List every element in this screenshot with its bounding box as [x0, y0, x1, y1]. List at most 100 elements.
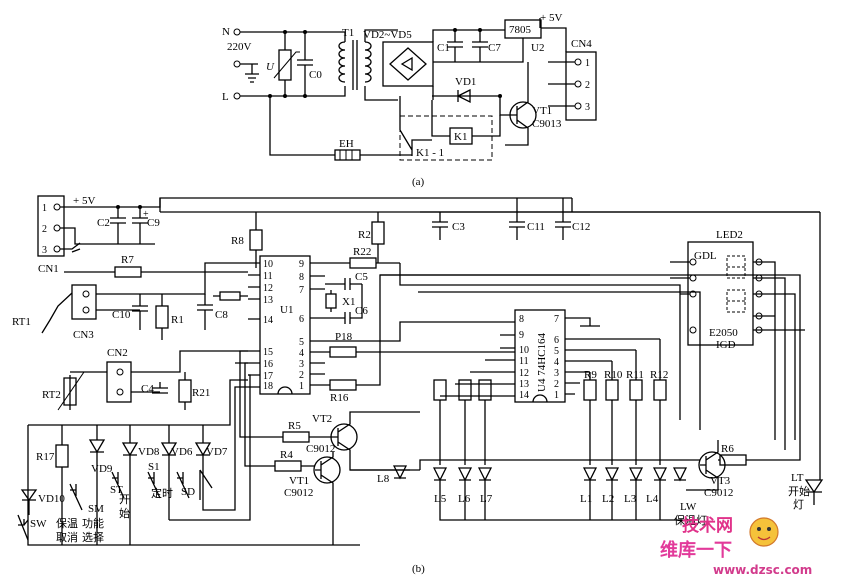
svg-text:4: 4	[299, 348, 304, 359]
svg-text:R10: R10	[604, 369, 623, 381]
svg-text:P18: P18	[335, 331, 353, 343]
u4-right-pins: 7 6 5 4 3 2 1	[554, 314, 559, 401]
capacitor-c4	[152, 382, 168, 394]
svg-text:11: 11	[519, 356, 529, 367]
svg-text:VD1: VD1	[455, 76, 476, 88]
label-l: L	[222, 91, 229, 103]
led-l8: L8	[377, 465, 408, 485]
svg-text:保温灯: 保温灯	[674, 513, 707, 527]
diode-vd1	[432, 88, 500, 104]
circuit-a: N 220V L U C0 T1 VD2~VD5 C1 C	[222, 12, 597, 188]
resistor-r8	[249, 229, 263, 251]
svg-text:7: 7	[299, 285, 304, 296]
watermark: 技术网 维库一下 www.dzsc.com	[660, 515, 812, 577]
svg-text:C6: C6	[355, 305, 368, 317]
svg-text:C12: C12	[572, 221, 590, 233]
svg-text:3: 3	[299, 359, 304, 370]
svg-text:K1 - 1: K1 - 1	[416, 147, 444, 159]
svg-text:C5: C5	[355, 271, 368, 283]
svg-text:VD7: VD7	[206, 446, 228, 458]
svg-text:R12: R12	[650, 369, 668, 381]
svg-text:C9012: C9012	[704, 487, 733, 499]
connector-cn3	[71, 284, 97, 320]
ic-u4	[514, 309, 566, 403]
mascot-logo	[749, 517, 779, 547]
svg-text:R7: R7	[121, 254, 134, 266]
led-l7: L7	[477, 467, 493, 505]
switch-sm	[69, 483, 83, 511]
svg-text:ST: ST	[110, 484, 123, 496]
svg-text:功能: 功能	[82, 516, 104, 530]
svg-text:16: 16	[263, 359, 273, 370]
svg-text:C3: C3	[452, 221, 465, 233]
svg-text:L2: L2	[602, 493, 614, 505]
led-lt	[804, 479, 824, 505]
svg-text:R1: R1	[171, 314, 184, 326]
svg-text:L3: L3	[624, 493, 637, 505]
terminal-n	[233, 28, 241, 36]
svg-text:VD9: VD9	[91, 463, 113, 475]
caption-a: (a)	[412, 176, 425, 188]
connector-cn4	[565, 51, 597, 121]
svg-text:15: 15	[263, 347, 273, 358]
resistor-small	[219, 291, 241, 301]
svg-text:13: 13	[519, 379, 529, 390]
capacitor-c1	[447, 30, 463, 62]
resistor-r16	[329, 379, 357, 391]
svg-text:始: 始	[119, 506, 130, 520]
svg-text:14: 14	[263, 315, 273, 326]
svg-text:L4: L4	[646, 493, 659, 505]
svg-text:VD10: VD10	[38, 493, 65, 505]
led-l1: L1	[580, 467, 598, 505]
switch-sd	[176, 471, 190, 499]
svg-text:R16: R16	[330, 392, 349, 404]
svg-text:C2: C2	[97, 217, 110, 229]
transformer-t1-secondary	[364, 41, 372, 83]
svg-text:CN2: CN2	[107, 347, 128, 359]
svg-text:6: 6	[554, 335, 559, 346]
svg-text:L7: L7	[480, 493, 493, 505]
switch-sw	[17, 514, 29, 541]
svg-text:2: 2	[299, 370, 304, 381]
resistor-r10	[605, 379, 619, 401]
svg-text:VD6: VD6	[171, 446, 193, 458]
crystal-x1	[325, 293, 337, 309]
u1-left-pins: 10 11 12 13 14 15 16 17 18	[263, 259, 273, 392]
svg-text:C4: C4	[141, 383, 154, 395]
svg-text:12: 12	[263, 283, 273, 294]
connector-cn2	[106, 361, 132, 403]
capacitor-c8	[197, 294, 213, 330]
resistor-r7	[114, 266, 142, 278]
diode-vd10	[20, 489, 38, 515]
led-lw	[672, 467, 688, 482]
resistor-r17	[55, 444, 69, 468]
svg-text:VD8: VD8	[138, 446, 160, 458]
resistor-p18	[329, 346, 357, 358]
svg-text:VT3: VT3	[710, 475, 731, 487]
ground-symbol	[240, 63, 259, 83]
capacitor-c7	[472, 30, 488, 62]
svg-text:C11: C11	[527, 221, 545, 233]
svg-text:3: 3	[554, 368, 559, 379]
mains-rails	[240, 31, 346, 97]
transformer-t1-primary	[338, 41, 346, 83]
svg-text:VT1: VT1	[532, 105, 552, 117]
capacitor-c11	[509, 198, 525, 240]
svg-text:U1: U1	[280, 304, 293, 316]
capacitor-c0	[297, 32, 313, 96]
svg-text:8: 8	[519, 314, 524, 325]
resistor-r1	[155, 305, 169, 329]
resistor-r2	[371, 221, 385, 245]
resistor-r22	[349, 257, 377, 269]
svg-text:VD2~VD5: VD2~VD5	[363, 29, 412, 41]
svg-text:R21: R21	[192, 387, 210, 399]
svg-text:RT2: RT2	[42, 389, 61, 401]
capacitor-c3	[432, 212, 448, 240]
svg-text:LW: LW	[680, 501, 697, 513]
svg-text:18: 18	[263, 381, 273, 392]
svg-text:选择: 选择	[82, 530, 104, 544]
varistor-u	[278, 49, 292, 81]
bridge-rectifier	[382, 41, 434, 87]
svg-text:开: 开	[119, 493, 130, 506]
